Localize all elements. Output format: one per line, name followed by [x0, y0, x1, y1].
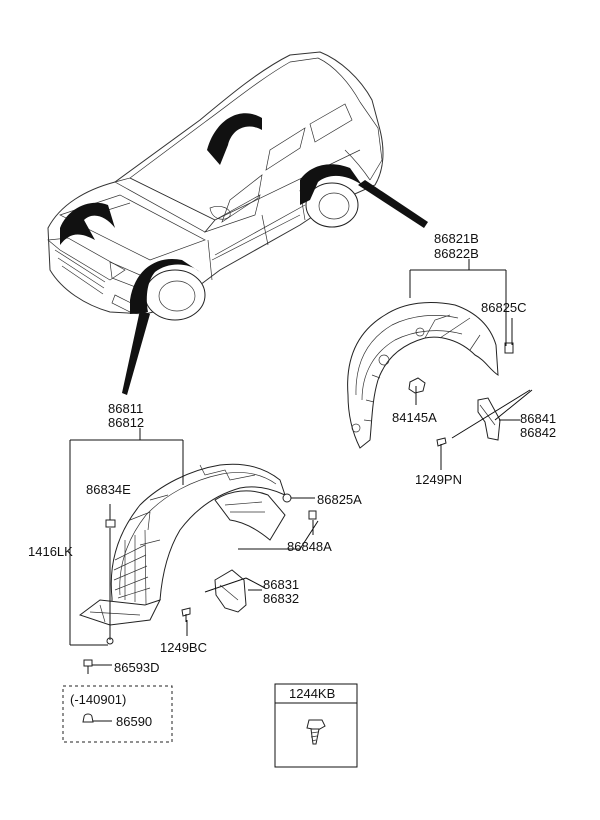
rear-wheel-guard-liner	[347, 301, 514, 452]
label-1244KB: 1244KB	[289, 686, 335, 701]
leader-lines	[69, 259, 533, 666]
part-labels: 86821B 86822B 86825C 84145A 86841 86842 …	[28, 231, 556, 675]
label-1249BC: 1249BC	[160, 640, 207, 655]
label-86825A: 86825A	[317, 492, 362, 507]
label-86812: 86812	[108, 415, 144, 430]
label-1249PN: 1249PN	[415, 472, 462, 487]
front-wheel-guard-liner	[78, 463, 317, 674]
date-range-label: (-140901)	[70, 692, 126, 707]
suv-illustration	[47, 51, 428, 395]
date-range-box: (-140901) 86590	[62, 685, 173, 743]
label-86842: 86842	[520, 425, 556, 440]
label-86832: 86832	[263, 591, 299, 606]
label-84145A: 84145A	[392, 410, 437, 425]
label-86593D: 86593D	[114, 660, 160, 675]
label-1416LK: 1416LK	[28, 544, 73, 559]
bolt-box: 1244KB	[274, 683, 358, 768]
label-86831: 86831	[263, 577, 299, 592]
label-86821B: 86821B	[434, 231, 479, 246]
label-86811: 86811	[108, 401, 143, 416]
label-86590: 86590	[116, 714, 152, 729]
label-86834E: 86834E	[86, 482, 131, 497]
label-86848A: 86848A	[287, 539, 332, 554]
label-86825C: 86825C	[481, 300, 527, 315]
bolt-icon	[306, 719, 326, 745]
label-86822B: 86822B	[434, 246, 479, 261]
label-86841: 86841	[520, 411, 556, 426]
